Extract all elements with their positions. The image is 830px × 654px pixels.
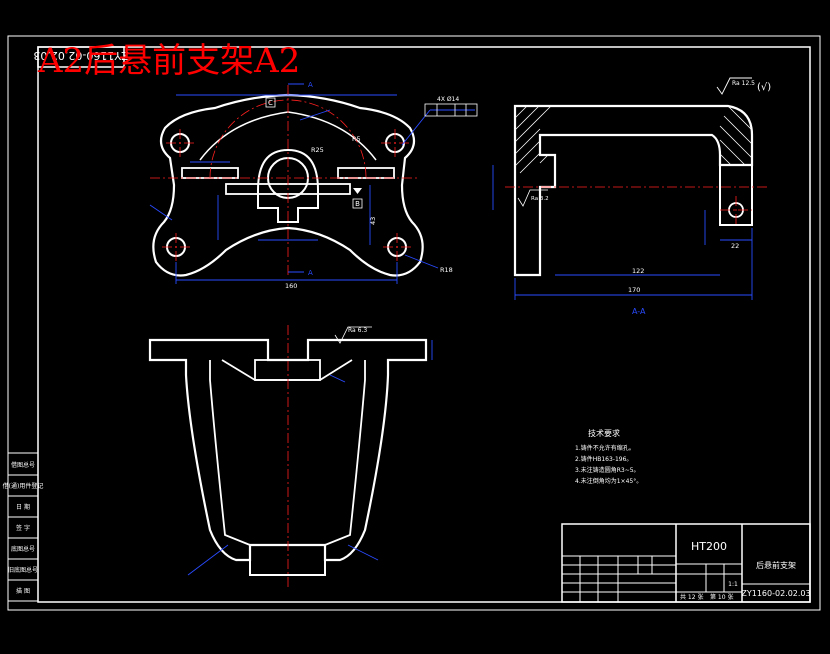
drawing-title: A2后悬前支架A2 [37,41,300,81]
dim-side-length: 170 [628,286,640,294]
front-outline [152,93,424,277]
front-view: 4X Ø14 C B A A 160 R25 R18 R5 43 [149,81,478,290]
outer-frame [7,35,821,611]
dim-43: 43 [369,217,377,225]
datum-c-label: C [268,99,273,107]
strip-label-4: 签 字 [16,524,30,532]
sheet-number: 第 10 张 [710,593,733,601]
strip-label-3: 日 期 [16,503,30,511]
dim-side-inner: 122 [632,267,644,275]
material-text: HT200 [691,540,727,553]
tech-item-3: 3.未注铸造圆角R3~5。 [575,466,640,474]
dim-side-right: 22 [731,242,739,250]
section-view: 170 122 22 A-A Ra 3.2 Ra 12.5 (√) [492,77,771,316]
roughness-general: Ra 12.5 [732,80,755,87]
tech-item-2: 2.铸件HB163-196。 [575,455,632,463]
top-view: Ra 6.3 [148,325,433,590]
strip-label-6: 旧底图总号 [8,566,38,574]
section-arrow-bottom: A [308,269,313,277]
strip-label-5: 底图总号 [11,545,35,553]
dim-r18: R18 [440,266,453,274]
tech-requirements: 技术要求 1.铸件不允许有缩孔。 2.铸件HB163-196。 3.未注铸造圆角… [575,428,642,485]
dim-r25: R25 [311,146,324,154]
tech-item-4: 4.未注倒角均为1×45°。 [575,477,642,485]
rotated-drawing-number: ZY1160-02.02.03 [33,49,128,62]
roughness-general-paren: (√) [757,82,771,93]
tech-heading: 技术要求 [588,428,620,438]
datum-b-label: B [355,200,360,208]
section-label: A-A [632,307,646,316]
strip-label-2: 借(通)用件登记 [3,482,44,490]
title-block [561,523,811,603]
inner-frame [37,46,811,603]
scale-value: 1:1 [728,581,738,588]
strip-label-1: 借图总号 [11,461,35,469]
drawing-number-text: ZY1160-02.02.03 [741,589,810,598]
binding-strip [7,452,39,602]
strip-label-7: 描 图 [16,587,30,595]
hole-callout: 4X Ø14 [437,96,459,103]
sheet-count: 共 12 张 [680,593,703,601]
tech-item-1: 1.铸件不允许有缩孔。 [575,444,635,452]
dim-front-width: 160 [285,282,297,290]
rotated-number-box: ZY1160-02.02.03 [33,46,129,68]
roughness-bore: Ra 3.2 [531,196,549,202]
part-name-text: 后悬前支架 [756,560,796,570]
dim-r5: R5 [352,135,361,143]
roughness-top: Ra 6.3 [348,327,367,334]
section-arrow-top: A [308,81,313,89]
